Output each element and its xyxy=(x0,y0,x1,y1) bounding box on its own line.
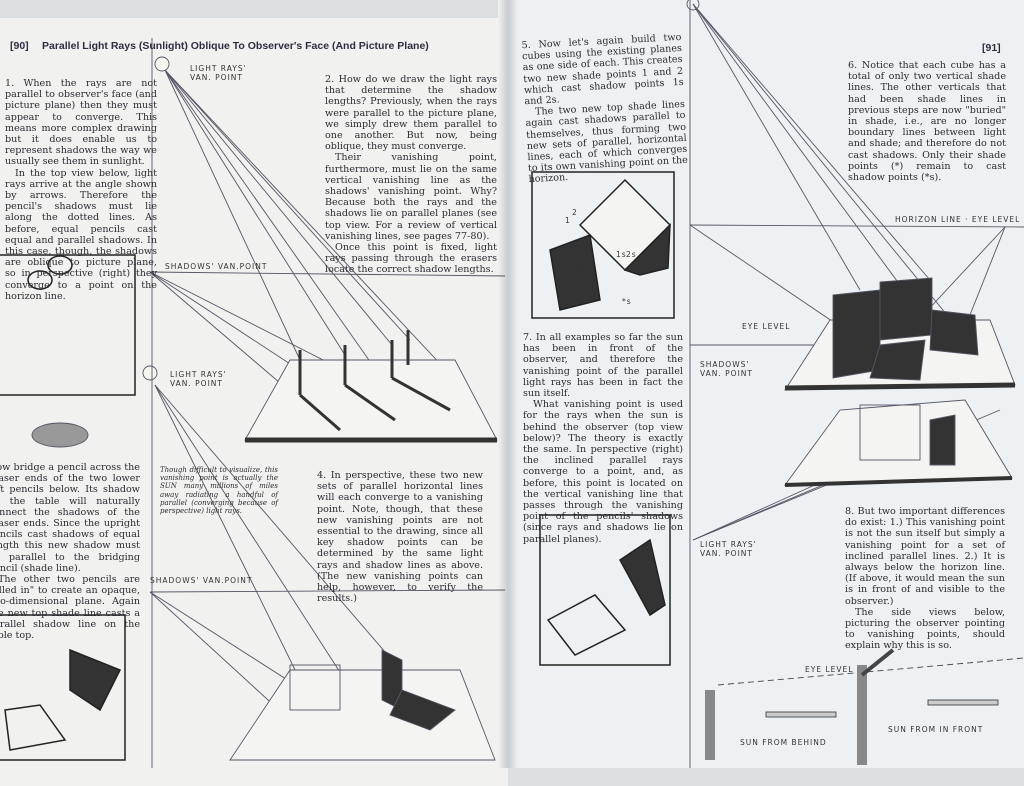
label-shadows-van-point-1: SHADOWS' VAN.POINT xyxy=(165,262,268,271)
table-top-1 xyxy=(244,359,498,443)
paragraph-8-a: 8. But two important differences do exis… xyxy=(845,506,1005,607)
page-number-right: [91] xyxy=(982,42,1001,54)
label-horizon-line: HORIZON LINE · EYE LEVEL xyxy=(895,215,1021,224)
paragraph-4: 4. In perspective, these two new sets of… xyxy=(317,470,483,605)
paragraph-7-a: 7. In all examples so far the sun has be… xyxy=(523,332,683,400)
table-top-2 xyxy=(229,649,496,761)
cubes-perspective xyxy=(784,277,1016,391)
page-title: Parallel Light Rays (Sunlight) Oblique T… xyxy=(42,40,429,52)
paragraph-5-b: The two new top shade lines again cast s… xyxy=(525,99,689,186)
top-view-box-1 xyxy=(0,254,136,396)
observer-figure xyxy=(31,422,89,448)
pencil-shadows xyxy=(299,376,451,432)
paragraph-1-b: In the top view below, light rays arrive… xyxy=(5,167,157,302)
paragraph-8-b: The side views below, picturing the obse… xyxy=(845,606,1005,652)
paragraph-2-b: Their vanishing point, furthermore, must… xyxy=(325,152,497,242)
pencil-top-view xyxy=(539,514,671,666)
paragraph-3-b: The other two pencils are "filled in" to… xyxy=(0,574,140,642)
paragraph-1-a: 1. When the rays are not parallel to obs… xyxy=(5,78,157,168)
fig-label-1s: 1s xyxy=(616,250,627,259)
cube-top-view xyxy=(531,171,675,319)
paragraph-7: 7. In all examples so far the sun has be… xyxy=(523,332,683,545)
paragraph-2-c: Once this point is fixed, light rays pas… xyxy=(325,242,497,276)
illustrations xyxy=(0,0,1024,768)
sun-icon xyxy=(142,0,700,381)
side-view-figures xyxy=(705,648,1024,765)
paragraph-5: 5. Now let's again build two cubes using… xyxy=(521,32,688,186)
paragraph-3-a: Now bridge a pencil across the eraser en… xyxy=(0,462,140,574)
fig-label-1: 1 xyxy=(565,216,571,225)
paragraph-2-a: 2. How do we draw the light rays that de… xyxy=(325,74,497,153)
book-gutter xyxy=(498,0,518,768)
label-light-rays-van-point-2: LIGHT RAYS' VAN. POINT xyxy=(170,370,227,388)
light-rays-top xyxy=(164,69,461,391)
fig-label-2s: 2s xyxy=(626,250,637,259)
paragraph-2: 2. How do we draw the light rays that de… xyxy=(325,74,497,276)
label-sun-from-behind: SUN FROM BEHIND xyxy=(740,738,827,747)
label-light-rays-van-point-1: LIGHT RAYS' VAN. POINT xyxy=(190,64,247,82)
paragraph-5-a: 5. Now let's again build two cubes using… xyxy=(521,31,685,108)
label-shadows-van-point: SHADOWS' VAN. POINT xyxy=(700,360,753,378)
pencils xyxy=(298,330,410,395)
fig-label-2: 2 xyxy=(572,208,578,217)
label-eye-level: EYE LEVEL xyxy=(742,322,791,331)
page-number-left: [90] xyxy=(10,40,29,52)
label-shadows-van-point-2: SHADOWS' VAN.POINT xyxy=(150,576,253,585)
paragraph-1: 1. When the rays are not parallel to obs… xyxy=(5,78,157,302)
label-eye-level-2: EYE LEVEL xyxy=(805,665,854,674)
paragraph-7-b: What vanishing point is used for the ray… xyxy=(523,399,683,545)
paragraph-6: 6. Notice that each cube has a total of … xyxy=(848,60,1006,184)
top-view-box-2 xyxy=(0,614,126,761)
sun-note: Though difficult to visualize, this vani… xyxy=(160,466,278,516)
fig-label-star: * xyxy=(578,262,583,271)
label-sun-from-in-front: SUN FROM IN FRONT xyxy=(888,725,984,734)
shadow-convergence-lines xyxy=(149,3,1006,721)
paragraph-8: 8. But two important differences do exis… xyxy=(845,506,1005,652)
paragraph-3: Now bridge a pencil across the eraser en… xyxy=(0,462,140,641)
fig-label-star-s: *s xyxy=(622,297,632,306)
label-light-rays-van-point: LIGHT RAYS' VAN. POINT xyxy=(700,540,757,558)
sun-behind-table xyxy=(784,399,1013,487)
